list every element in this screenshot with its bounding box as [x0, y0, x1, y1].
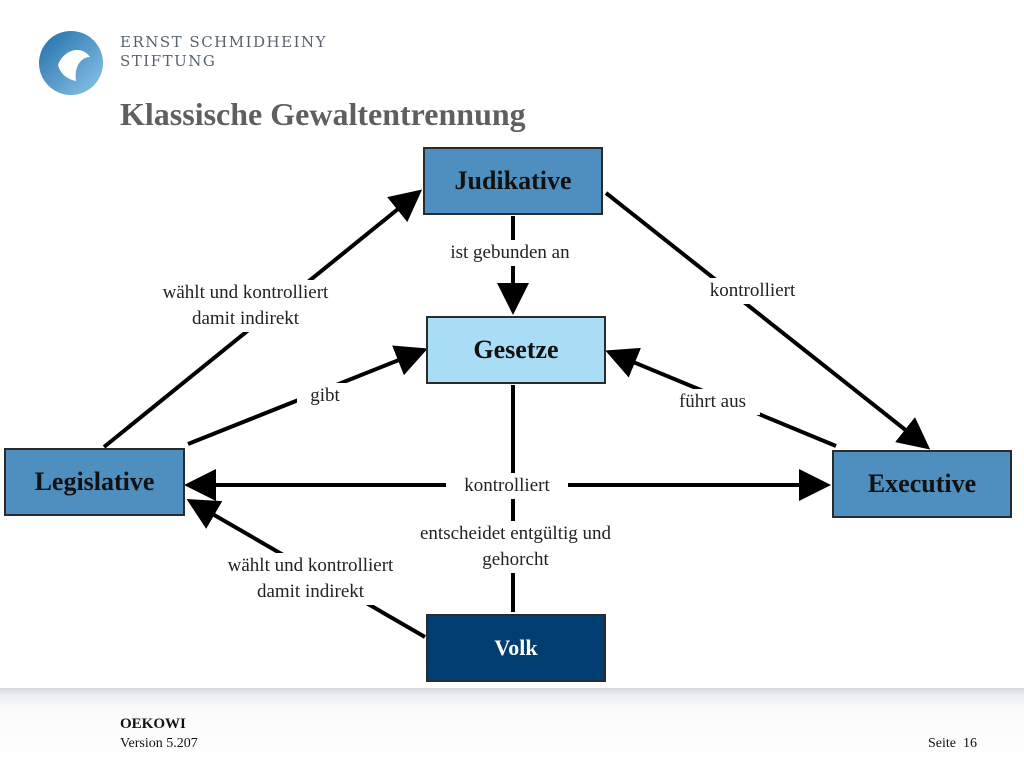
page-title: Klassische Gewaltentrennung	[120, 96, 526, 132]
logo-line-1: ERNST SCHMIDHEINY	[120, 33, 328, 51]
page-number: 16	[963, 736, 977, 751]
footer-version: Version 5.207	[120, 736, 198, 751]
label-volk-legislative: wählt und kontrolliert damit indirekt	[202, 553, 419, 605]
footer-band	[0, 688, 1024, 768]
label-line: entscheidet entgültig und	[419, 523, 611, 544]
label-gesetze-volk: entscheidet entgültig und gehorcht	[393, 521, 638, 573]
footer-page-indicator: Seite 16	[928, 736, 977, 752]
node-volk: Volk	[426, 614, 606, 682]
label-line: damit indirekt	[256, 581, 365, 602]
node-executive: Executive	[832, 450, 1012, 518]
label-judikative-gesetze: ist gebunden an	[430, 240, 590, 266]
label-line: gehorcht	[482, 549, 549, 570]
label-legislative-gesetze: gibt	[297, 383, 353, 409]
node-gesetze: Gesetze	[426, 316, 606, 384]
node-legislative: Legislative	[4, 448, 185, 516]
label-legislative-judikative: wählt und kontrolliert damit indirekt	[138, 280, 353, 332]
label-legislative-executive: kontrolliert	[446, 473, 568, 499]
label-executive-gesetze: führt aus	[665, 389, 760, 415]
arrow-judikative-to-executive	[604, 191, 931, 450]
foundation-logo-text: ERNST SCHMIDHEINY STIFTUNG	[120, 33, 327, 71]
label-judikative-executive: kontrolliert	[690, 278, 815, 304]
label-line: damit indirekt	[191, 308, 300, 329]
node-judikative: Judikative	[423, 147, 603, 215]
label-line: wählt und kontrolliert	[227, 555, 394, 576]
footer-title: OEKOWI	[120, 716, 186, 732]
label-line: wählt und kontrolliert	[162, 282, 329, 303]
foundation-logo-icon	[39, 31, 103, 95]
page-label: Seite	[928, 736, 956, 751]
logo-line-2: STIFTUNG	[120, 52, 217, 70]
